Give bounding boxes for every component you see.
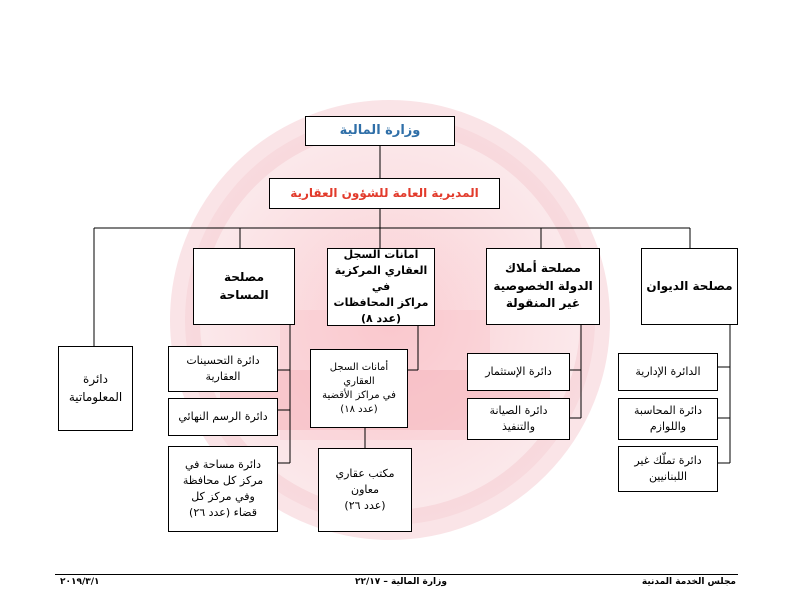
registry-unit-districts: أمانات السجل العقاري في مراكز الأقضية (ع… [310, 349, 408, 428]
diwan-unit-foreign-ownership-label: دائرة تملّك غير اللبنانيين [634, 454, 702, 483]
state-property-unit-maintenance-label: دائرة الصيانة والتنفيذ [489, 404, 548, 433]
survey-unit-final-drawing: دائرة الرسم النهائي [168, 398, 278, 436]
survey-unit-improvements-label: دائرة التحسينات العقارية [186, 354, 260, 383]
footer-right: مجلس الخدمة المدنية [641, 577, 736, 587]
ministry-title: وزارة المالية [339, 122, 421, 138]
survey-unit-improvements: دائرة التحسينات العقارية [168, 346, 278, 392]
diwan-unit-accounting: دائرة المحاسبة واللوازم [618, 398, 718, 440]
survey-unit-final-drawing-label: دائرة الرسم النهائي [178, 410, 268, 424]
diwan-unit-admin: الدائرة الإدارية [618, 353, 718, 391]
department-survey: مصلحة المساحة [193, 248, 295, 325]
footer-left: ٢٠١٩/٣/١ [60, 577, 100, 587]
diwan-unit-foreign-ownership: دائرة تملّك غير اللبنانيين [618, 446, 718, 492]
registry-unit-assistant-office-label: مكتب عقاري معاون (عدد ٢٦) [335, 467, 395, 512]
registry-unit-districts-label: أمانات السجل العقاري في مراكز الأقضية (ع… [322, 361, 396, 415]
registry-unit-assistant-office: مكتب عقاري معاون (عدد ٢٦) [318, 448, 412, 532]
survey-unit-regional-survey: دائرة مساحة في مركز كل محافظة وفي مركز ك… [168, 446, 278, 532]
department-state-property-label: مصلحة أملاك الدولة الخصوصية غير المنقولة [493, 261, 593, 311]
footer-rule [55, 574, 738, 575]
ministry-box: وزارة المالية [305, 116, 455, 146]
directorate-box: المديرية العامة للشؤون العقارية [269, 178, 500, 209]
diwan-unit-admin-label: الدائرة الإدارية [635, 365, 701, 379]
department-state-property: مصلحة أملاك الدولة الخصوصية غير المنقولة [486, 248, 600, 325]
department-it-label: دائرة المعلوماتية [68, 372, 123, 404]
department-diwan: مصلحة الديوان [641, 248, 738, 325]
state-property-unit-investment: دائرة الإستثمار [467, 353, 570, 391]
directorate-title: المديرية العامة للشؤون العقارية [290, 185, 479, 200]
department-it: دائرة المعلوماتية [58, 346, 133, 431]
state-property-unit-investment-label: دائرة الإستثمار [485, 365, 552, 379]
department-diwan-label: مصلحة الديوان [646, 278, 733, 293]
survey-unit-regional-survey-label: دائرة مساحة في مركز كل محافظة وفي مركز ك… [182, 458, 264, 519]
state-property-unit-maintenance: دائرة الصيانة والتنفيذ [467, 398, 570, 440]
department-survey-label: مصلحة المساحة [219, 270, 269, 302]
department-registry: امانات السجل العقاري المركزية في مراكز ا… [327, 248, 435, 326]
department-registry-label: امانات السجل العقاري المركزية في مراكز ا… [333, 248, 429, 325]
footer-center: وزارة المالية – ٢٢/١٧ [355, 577, 447, 587]
diwan-unit-accounting-label: دائرة المحاسبة واللوازم [634, 404, 702, 433]
